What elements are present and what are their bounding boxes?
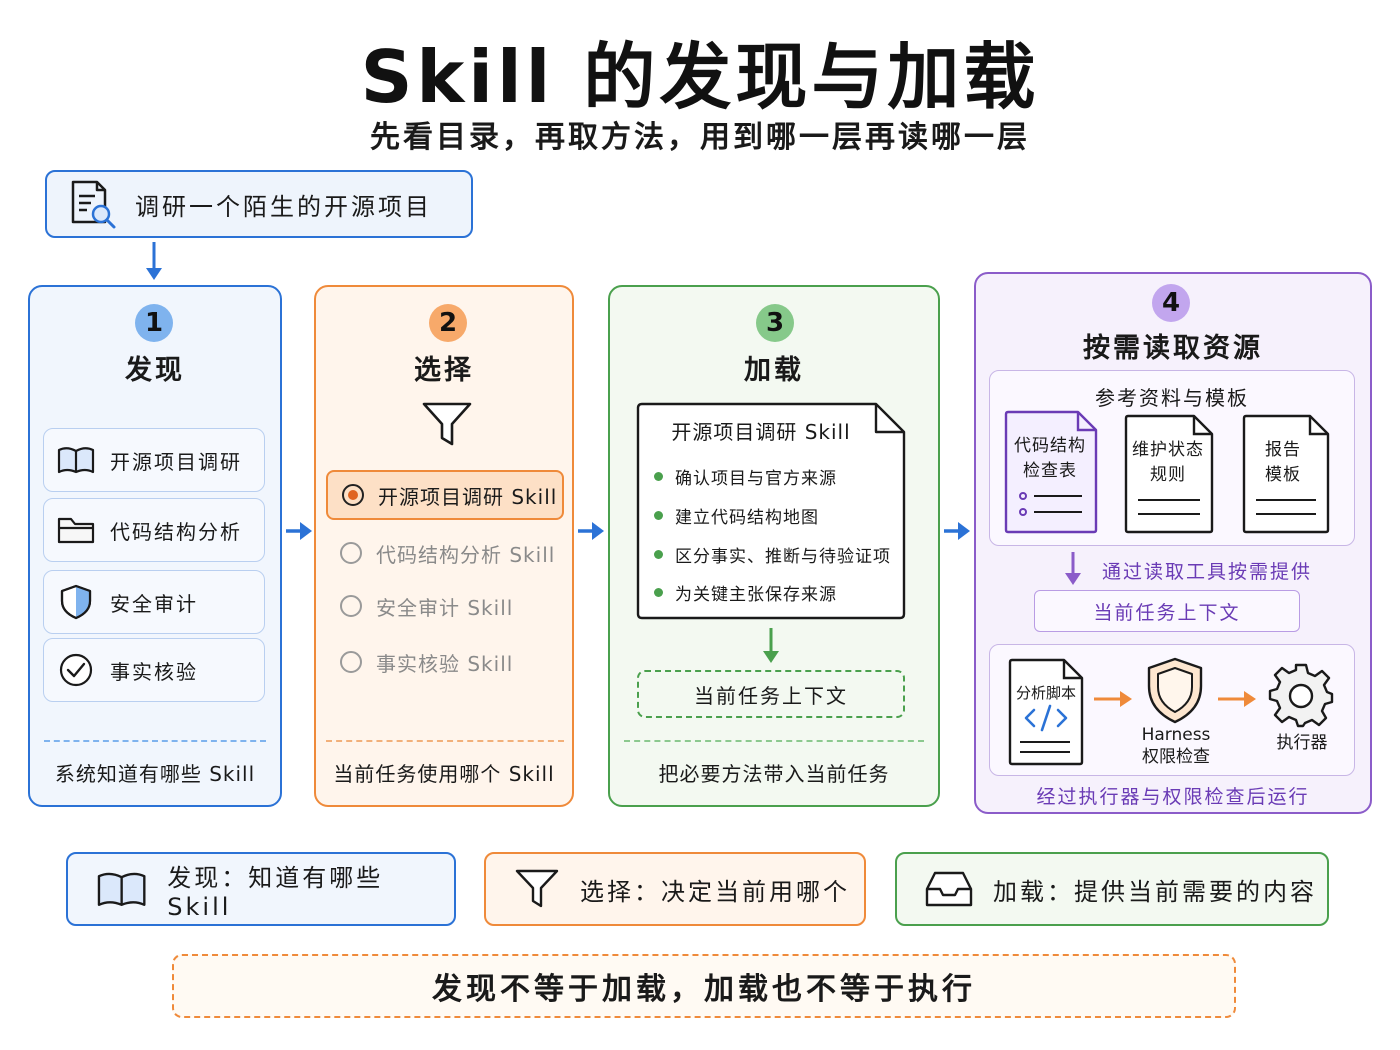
task-label: 调研一个陌生的开源项目 xyxy=(135,192,432,221)
reference-doc-label: 报告 模板 xyxy=(1265,440,1301,485)
skill-list-item-label: 事实核验 xyxy=(110,659,198,684)
check-circle-icon xyxy=(59,653,93,687)
filter-icon xyxy=(515,869,559,908)
stage-number-badge: 1 xyxy=(135,304,173,342)
summary-label: 选择：决定当前用哪个 xyxy=(580,877,850,906)
skill-option[interactable]: 代码结构分析 Skill xyxy=(326,528,564,578)
skill-list-item-label: 开源项目调研 xyxy=(110,449,242,474)
stage-title: 按需读取资源 xyxy=(1083,333,1263,364)
final-note: 发现不等于加载，加载也不等于执行 xyxy=(172,954,1236,1018)
arrow-right-icon xyxy=(286,522,312,540)
stage-footer: 把必要方法带入当前任务 xyxy=(658,762,890,786)
stage-title: 选择 xyxy=(414,355,474,386)
references-title: 参考资料与模板 xyxy=(1095,386,1249,410)
skill-option[interactable]: 事实核验 Skill xyxy=(326,637,564,687)
radio-icon xyxy=(340,542,362,564)
summary-discover: 发现：知道有哪些 Skill xyxy=(66,852,456,926)
radio-icon xyxy=(340,651,362,673)
skill-step: 为关键主张保存来源 xyxy=(654,580,837,605)
skill-list-item[interactable]: 开源项目调研 xyxy=(43,428,265,492)
radio-selected-icon xyxy=(342,484,364,506)
summary-label: 加载：提供当前需要的内容 xyxy=(993,877,1317,906)
checklist-document-icon xyxy=(1004,410,1098,534)
arrow-right-icon xyxy=(1094,691,1132,707)
harness-label: Harness 权限检查 xyxy=(1141,725,1211,767)
page-title: Skill 的发现与加载 xyxy=(360,35,1040,119)
stage-number-badge: 4 xyxy=(1152,284,1190,322)
book-icon xyxy=(97,872,146,906)
skill-list-item[interactable]: 安全审计 xyxy=(43,570,265,634)
folder-icon xyxy=(57,517,95,544)
report-template-icon xyxy=(1242,414,1330,534)
radio-icon xyxy=(340,595,362,617)
skill-option-label: 事实核验 Skill xyxy=(376,651,514,676)
divider xyxy=(44,740,266,742)
reference-doc-label: 维护状态 规则 xyxy=(1132,440,1204,485)
executor-label: 执行器 xyxy=(1276,733,1328,753)
divider xyxy=(326,740,564,742)
skill-list-item[interactable]: 代码结构分析 xyxy=(43,498,265,562)
skill-option-label: 代码结构分析 Skill xyxy=(376,542,556,567)
arrow-down-icon xyxy=(146,242,162,280)
script-file-icon xyxy=(1008,658,1084,766)
arrow-right-icon xyxy=(578,522,604,540)
summary-load: 加载：提供当前需要的内容 xyxy=(895,852,1329,926)
skill-option-selected[interactable]: 开源项目调研 Skill xyxy=(326,470,564,520)
skill-list-item-label: 安全审计 xyxy=(110,591,198,616)
book-icon xyxy=(57,447,95,474)
rules-document-icon xyxy=(1124,414,1214,534)
arrow-down-icon xyxy=(1065,552,1081,585)
skill-list-item-label: 代码结构分析 xyxy=(110,519,242,544)
skill-step: 建立代码结构地图 xyxy=(654,503,819,528)
arrow-down-icon xyxy=(763,628,779,663)
script-label: 分析脚本 xyxy=(1015,684,1076,702)
summary-select: 选择：决定当前用哪个 xyxy=(484,852,866,926)
divider xyxy=(624,740,924,742)
inbox-icon xyxy=(925,871,973,907)
skill-step: 确认项目与官方来源 xyxy=(654,464,837,489)
harness-shield-icon xyxy=(1147,657,1203,724)
filter-icon xyxy=(422,402,472,446)
skill-step: 区分事实、推断与待验证项 xyxy=(654,542,891,567)
task-context-box: 当前任务上下文 xyxy=(1034,590,1300,632)
task-box: 调研一个陌生的开源项目 xyxy=(45,170,473,238)
skill-document: 开源项目调研 Skill 确认项目与官方来源 建立代码结构地图 区分事实、推断与… xyxy=(636,402,906,620)
gear-icon xyxy=(1268,663,1334,728)
stage-footer: 经过执行器与权限检查后运行 xyxy=(1036,786,1310,808)
document-search-icon xyxy=(71,180,116,229)
stage-title: 发现 xyxy=(125,355,185,386)
stage-number-badge: 3 xyxy=(756,304,794,342)
reference-doc-label: 代码结构 检查表 xyxy=(1014,436,1086,481)
summary-label: 发现：知道有哪些 Skill xyxy=(167,863,384,921)
task-context-box: 当前任务上下文 xyxy=(637,670,905,718)
stage-footer: 系统知道有哪些 Skill xyxy=(54,762,256,786)
provide-note: 通过读取工具按需提供 xyxy=(1101,561,1312,583)
stage-footer: 当前任务使用哪个 Skill xyxy=(333,762,555,786)
skill-option-label: 开源项目调研 Skill xyxy=(378,484,558,509)
page-subtitle: 先看目录，再取方法，用到哪一层再读哪一层 xyxy=(370,120,1030,155)
arrow-right-icon xyxy=(944,522,970,540)
shield-icon xyxy=(60,584,92,620)
stage-number-badge: 2 xyxy=(429,304,467,342)
stage-title: 加载 xyxy=(744,355,804,386)
skill-list-item[interactable]: 事实核验 xyxy=(43,638,265,702)
skill-option-label: 安全审计 Skill xyxy=(376,595,514,620)
arrow-right-icon xyxy=(1218,691,1256,707)
skill-option[interactable]: 安全审计 Skill xyxy=(326,581,564,631)
skill-document-title: 开源项目调研 Skill xyxy=(671,420,851,444)
